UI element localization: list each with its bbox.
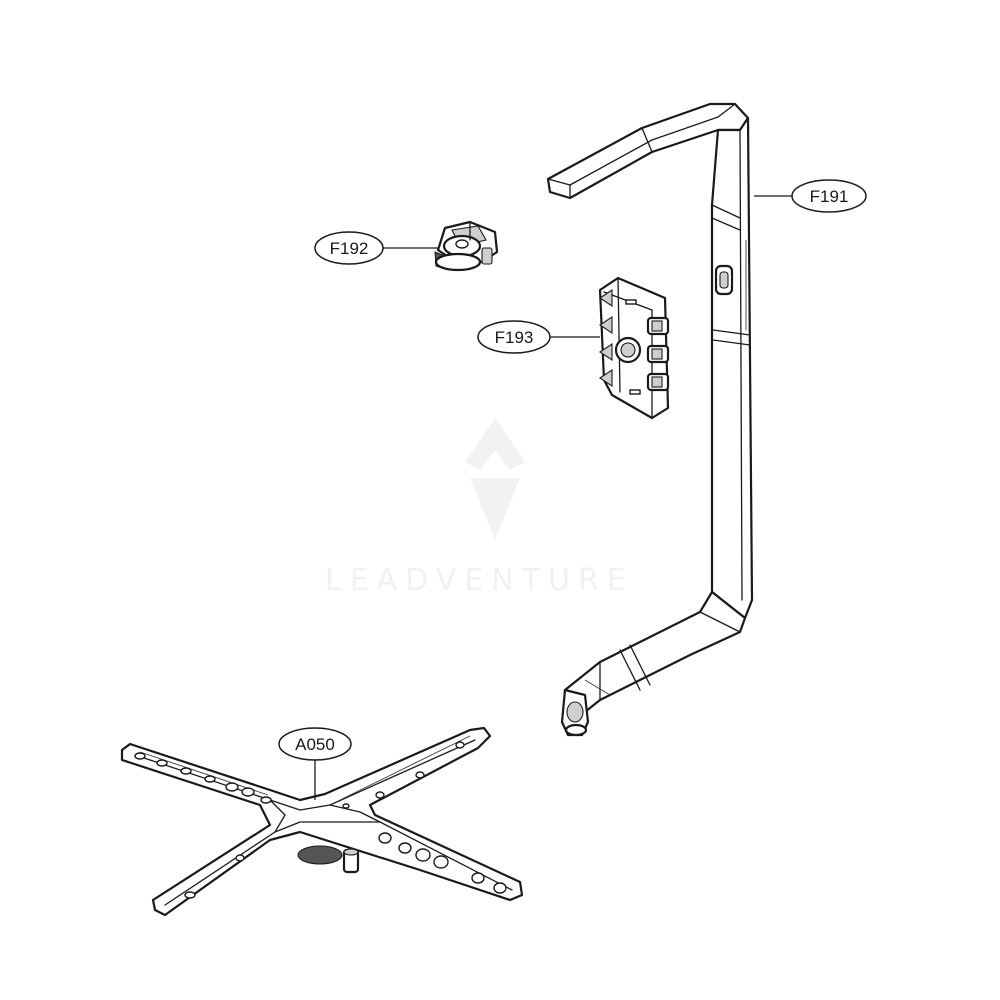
part-f193-bracket bbox=[598, 276, 670, 420]
callout-f192-label: F192 bbox=[330, 239, 369, 258]
part-f191-supply-pipe bbox=[546, 102, 754, 737]
callout-a050-label: A050 bbox=[295, 735, 335, 754]
part-a050-spray-arm bbox=[120, 726, 524, 917]
callout-f193-label: F193 bbox=[495, 328, 534, 347]
callout-f193: F193 bbox=[477, 320, 600, 354]
watermark: LEADVENTURE bbox=[325, 418, 634, 598]
callout-f192: F192 bbox=[314, 231, 438, 265]
part-f192-valve bbox=[434, 220, 499, 272]
watermark-logo-icon bbox=[465, 418, 525, 540]
watermark-text: LEADVENTURE bbox=[325, 563, 634, 598]
callout-f191: F191 bbox=[754, 179, 867, 213]
callout-a050: A050 bbox=[278, 727, 352, 800]
callout-f191-label: F191 bbox=[810, 187, 849, 206]
